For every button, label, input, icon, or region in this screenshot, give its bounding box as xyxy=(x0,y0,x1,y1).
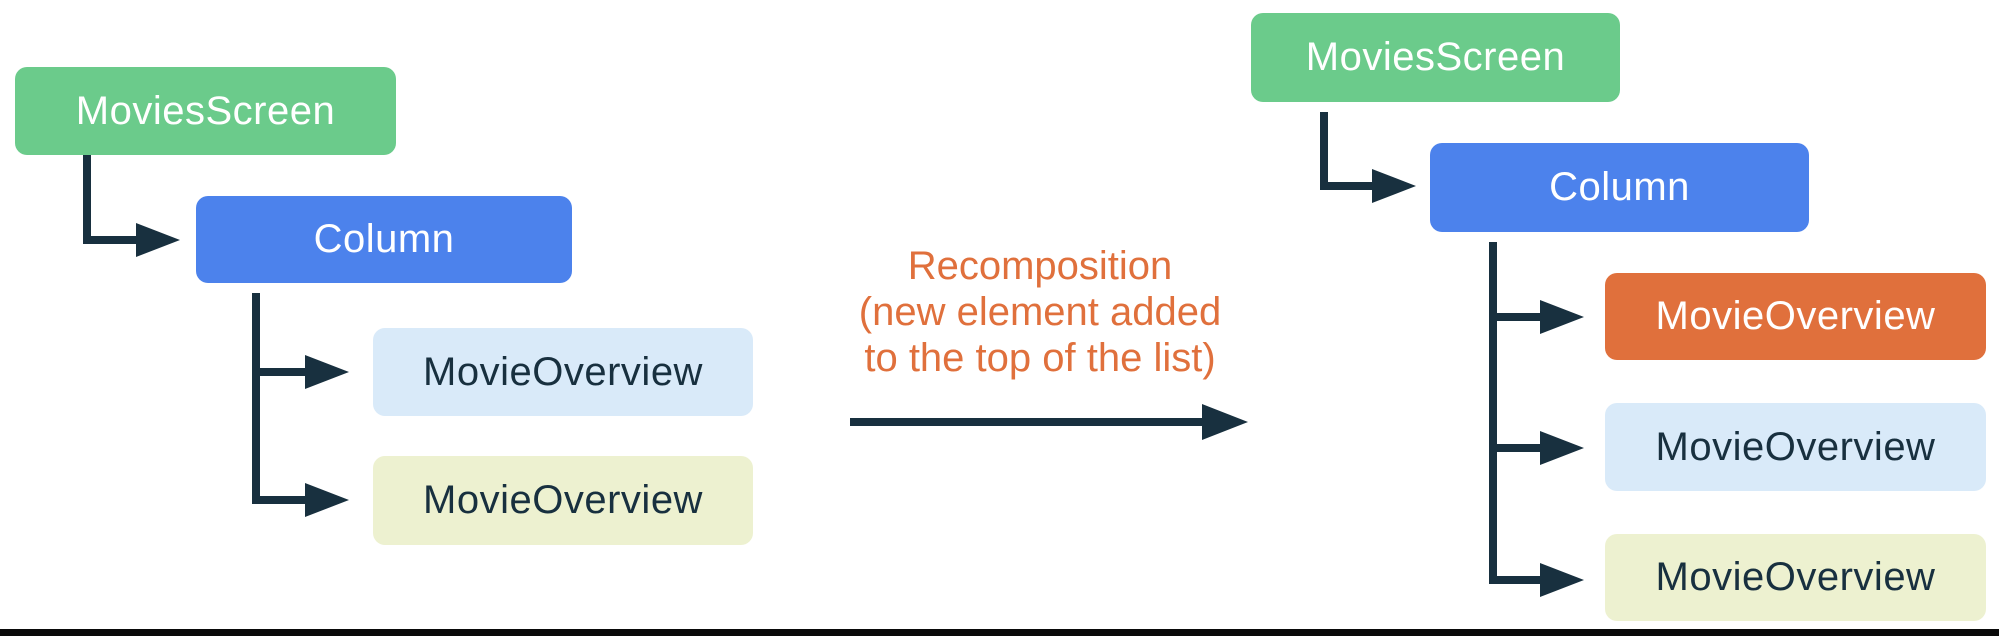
transition-arrowhead-icon xyxy=(1202,404,1248,440)
after-child-label: MovieOverview xyxy=(1655,424,1936,469)
connector-line xyxy=(83,236,136,244)
transition-caption-line: Recomposition xyxy=(907,244,1173,288)
before-column-node: Column xyxy=(196,196,572,283)
bottom-rule xyxy=(0,629,1999,636)
before-root-node: MoviesScreen xyxy=(15,67,396,155)
arrowhead-icon xyxy=(1540,563,1584,597)
arrowhead-icon xyxy=(1372,169,1416,203)
connector-line xyxy=(1489,242,1497,584)
before-child-label: MovieOverview xyxy=(423,349,703,394)
connector-line xyxy=(1489,576,1540,584)
connector-line xyxy=(83,155,91,244)
connector-line xyxy=(1320,112,1328,190)
arrowhead-icon xyxy=(1540,431,1584,465)
after-child-label: MovieOverview xyxy=(1655,294,1936,338)
connector-line xyxy=(252,293,260,504)
transition-arrow-line xyxy=(850,418,1202,426)
before-child-label: MovieOverview xyxy=(423,478,703,522)
after-column-label: Column xyxy=(1549,165,1690,209)
after-column-node: Column xyxy=(1430,143,1809,232)
transition-caption-line: to the top of the list) xyxy=(864,336,1216,380)
arrowhead-icon xyxy=(305,355,349,389)
after-root-node: MoviesScreen xyxy=(1251,13,1620,102)
connector-line xyxy=(1489,313,1540,321)
before-child-node: MovieOverview xyxy=(373,328,753,416)
after-new-child-node: MovieOverview xyxy=(1605,273,1986,360)
arrowhead-icon xyxy=(136,223,180,257)
before-root-label: MoviesScreen xyxy=(75,88,336,133)
after-child-node: MovieOverview xyxy=(1605,403,1986,491)
after-root-label: MoviesScreen xyxy=(1305,35,1566,79)
arrowhead-icon xyxy=(305,483,349,517)
after-child-node: MovieOverview xyxy=(1605,534,1986,621)
connector-line xyxy=(252,496,305,504)
transition-caption: Recomposition (new element added to the … xyxy=(820,243,1260,381)
before-column-label: Column xyxy=(313,217,455,261)
after-child-label: MovieOverview xyxy=(1655,555,1936,599)
arrowhead-icon xyxy=(1540,300,1584,334)
connector-line xyxy=(1320,182,1372,190)
connector-line xyxy=(1489,444,1540,452)
connector-line xyxy=(252,368,305,376)
before-child-node: MovieOverview xyxy=(373,456,753,545)
transition-caption-line: (new element added xyxy=(858,290,1222,334)
